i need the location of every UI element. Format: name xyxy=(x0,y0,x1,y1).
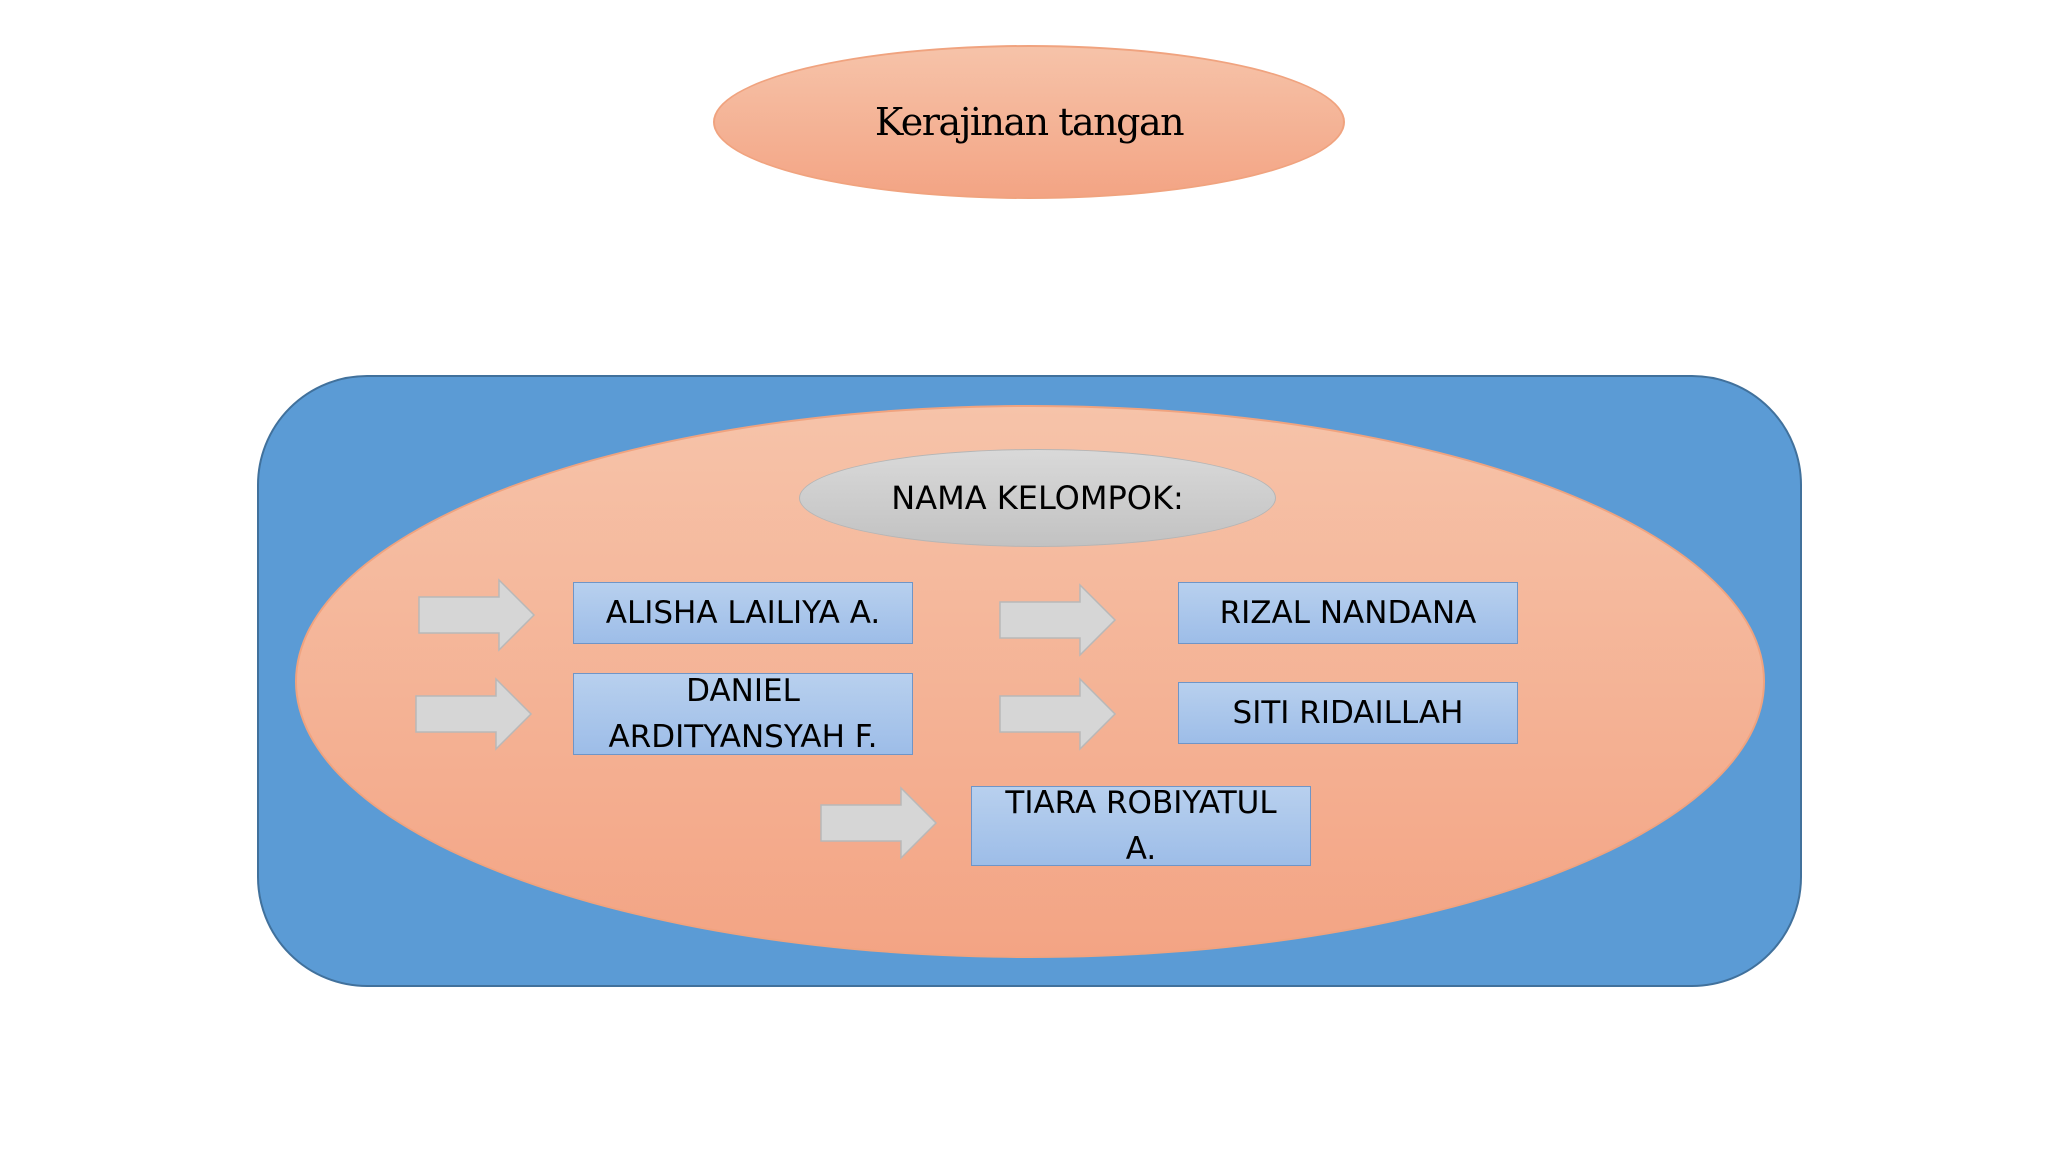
right-arrow-icon xyxy=(418,578,536,652)
heading-oval: NAMA KELOMPOK: xyxy=(799,449,1276,547)
member-name: SITI RIDAILLAH xyxy=(1232,695,1464,731)
member-name: DANIEL ARDITYANSYAH F. xyxy=(608,673,878,755)
member-name: ALISHA LAILIYA A. xyxy=(605,595,881,631)
right-arrow-icon xyxy=(820,786,938,860)
title-text: Kerajinan tangan xyxy=(874,100,1185,144)
right-arrow-icon xyxy=(999,583,1117,657)
heading-text: NAMA KELOMPOK: xyxy=(891,479,1184,517)
member-name: RIZAL NANDANA xyxy=(1219,595,1477,631)
member-box-daniel: DANIEL ARDITYANSYAH F. xyxy=(573,673,913,755)
member-box-alisha: ALISHA LAILIYA A. xyxy=(573,582,913,644)
right-arrow-icon xyxy=(415,677,533,751)
member-box-tiara: TIARA ROBIYATUL A. xyxy=(971,785,1311,867)
member-box-siti: SITI RIDAILLAH xyxy=(1178,682,1518,744)
title-oval: Kerajinan tangan xyxy=(713,45,1345,199)
member-name: TIARA ROBIYATUL A. xyxy=(1005,785,1277,867)
right-arrow-icon xyxy=(999,677,1117,751)
member-box-rizal: RIZAL NANDANA xyxy=(1178,582,1518,644)
